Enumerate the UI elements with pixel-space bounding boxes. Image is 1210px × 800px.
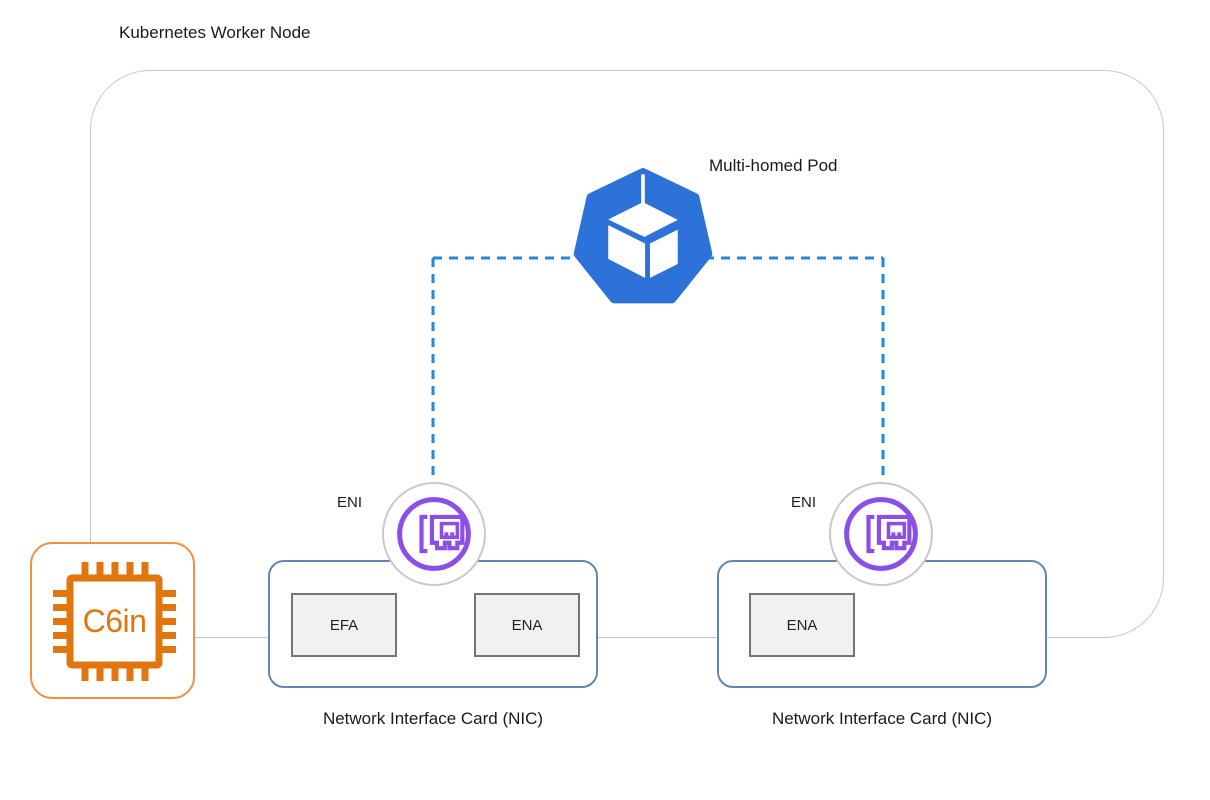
- kubernetes-pod-icon: [570, 166, 716, 312]
- adapter-ena: ENA: [749, 593, 855, 657]
- nic-label-right: Network Interface Card (NIC): [771, 709, 993, 728]
- eni-label-right: ENI: [791, 494, 817, 511]
- instance-box: C6in: [30, 542, 195, 699]
- adapter-efa: EFA: [291, 593, 397, 657]
- nic-label-left: Network Interface Card (NIC): [322, 709, 544, 728]
- eni-icon-left: [382, 482, 486, 586]
- instance-type-label: C6in: [82, 603, 147, 639]
- network-interface-card-glyph: [397, 497, 471, 571]
- pod-label: Multi-homed Pod: [709, 156, 838, 175]
- worker-node-title: Kubernetes Worker Node: [119, 23, 311, 42]
- adapter-ena: ENA: [474, 593, 580, 657]
- network-interface-card-glyph: [844, 497, 918, 571]
- eni-icon-right: [829, 482, 933, 586]
- worker-node-boundary: [90, 70, 1164, 638]
- ec2-instance-chip-icon: [53, 562, 176, 681]
- eni-label-left: ENI: [337, 494, 363, 511]
